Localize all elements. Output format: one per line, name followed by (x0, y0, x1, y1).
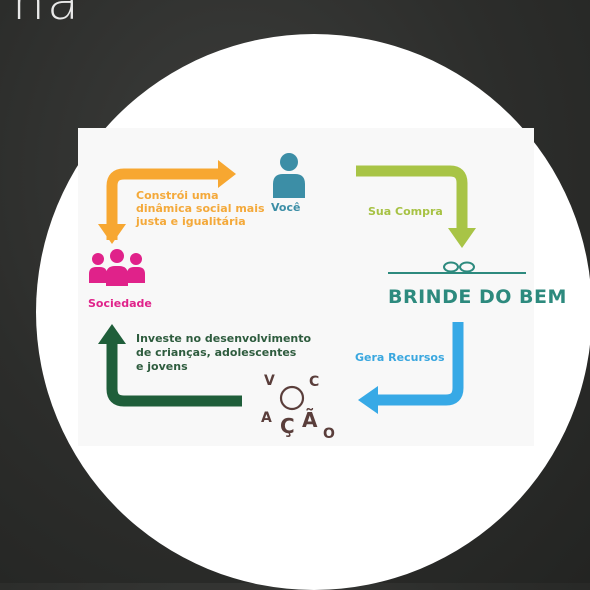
constroi-label: Constrói uma dinâmica social mais justa … (136, 189, 265, 228)
vocacao-letter-c: C (309, 374, 320, 390)
group-icon (89, 249, 145, 286)
person-icon (273, 153, 305, 198)
arrow-constroi (106, 168, 218, 240)
arrow-gera-recursos (378, 322, 464, 406)
arrow-investe-head (98, 324, 126, 344)
vocacao-letter-a: A (261, 410, 272, 426)
gift-bow-icon (388, 261, 526, 274)
arrow-investe (106, 344, 242, 407)
background-heading-text: na (12, 0, 81, 32)
vocacao-letter-c-cedilla: Ç (280, 414, 295, 438)
vocacao-letter-a-tilde: Ã (302, 408, 318, 432)
arrow-sua-compra-head (448, 228, 476, 248)
arrow-constroi-head (218, 160, 236, 188)
arrow-sua-compra (356, 165, 468, 228)
sua-compra-label: Sua Compra (368, 205, 443, 218)
arrow-gera-recursos-head (358, 386, 378, 414)
vocacao-ring-icon (279, 385, 305, 411)
brinde-do-bem-logo: BRINDE DO BEM (388, 286, 567, 308)
sociedade-label: Sociedade (88, 297, 152, 310)
gera-recursos-label: Gera Recursos (355, 351, 445, 364)
investe-label: Investe no desenvolvimento de crianças, … (136, 332, 312, 373)
arrow-constroi-tail-head (98, 224, 126, 244)
vocacao-letter-v: V (264, 373, 275, 389)
vocacao-letter-o: O (323, 426, 335, 442)
voce-label: Você (271, 201, 301, 214)
